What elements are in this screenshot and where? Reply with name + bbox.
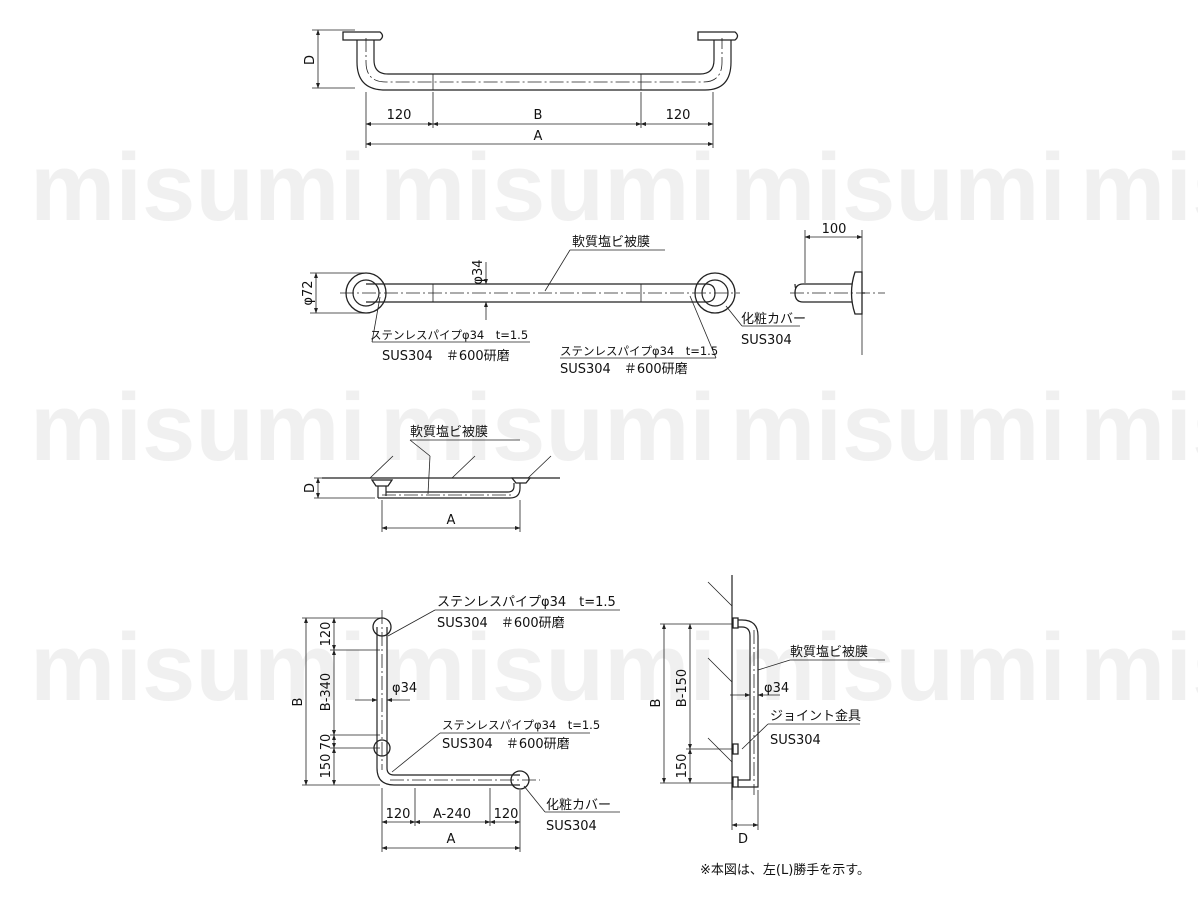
view4-pipe-outer [376,627,520,786]
view3-flange-right [510,477,532,484]
watermark-text-11: misumi [730,614,1066,721]
view5-dim-150: 150 [675,754,690,779]
view3-dim-a: A [447,513,456,528]
view1-dim-right: 120 [666,108,691,123]
watermark-text-12: misumi [1080,614,1198,721]
view4-l-bar-front: ステンレスパイプφ34 t=1.5 SUS304 ＃600研磨 ステンレスパイプ… [291,595,620,852]
view5-label-coating: 軟質塩ビ被膜 [790,644,868,660]
view4-label-cover-a: 化粧カバー [546,798,611,813]
view5-dim-b150: B-150 [675,669,690,707]
view5-flange-top [732,617,739,629]
view4-dim-70: 70 [319,734,334,751]
watermark-text-2: misumi [380,134,716,241]
view3-flange-left [370,479,394,487]
view4-label-pipe2-a: ステンレスパイプφ34 t=1.5 [442,718,600,732]
watermark-text-3: misumi [730,134,1066,241]
watermark-text-7: misumi [730,374,1066,481]
view2-label-pipe1-b: SUS304 ＃600研磨 [382,349,510,364]
right-flange [697,31,739,41]
view2-label-pipe1-a: ステンレスパイプφ34 t=1.5 [370,328,528,342]
view4-label-pipe2-b: SUS304 ＃600研磨 [442,737,570,752]
view5-pipe-inner [738,626,751,781]
view2-label-coating: 軟質塩ビ被膜 [572,234,650,250]
handedness-note: ※本図は、左(L)勝手を示す。 [700,863,870,878]
view4-dim-a240: A-240 [433,807,471,822]
view3-ceiling-view: 軟質塩ビ被膜 D A [303,424,560,532]
view2-label-cover-a: 化粧カバー [741,312,806,327]
view2-label-cover-b: SUS304 [741,333,792,348]
view5-label-joint-a: ジョイント金具 [770,708,861,724]
watermark-text-8: misumi [1080,374,1198,481]
view5-dim-dia34: φ34 [764,681,789,696]
view4-dim-dia34: φ34 [392,681,417,696]
pipe-outer [356,40,732,91]
view5-flange-bottom [732,776,739,788]
view4-label-cover-b: SUS304 [546,819,597,834]
view1-front-elevation: D 120 B 120 A [303,29,739,148]
view2-dim-dia72: φ72 [301,280,316,305]
view2-label-pipe2-b: SUS304 ＃600研磨 [560,362,688,377]
view4-dim-a: A [447,832,456,847]
view3-dim-d: D [303,483,318,493]
view4-dim-120-left: 120 [386,807,411,822]
view1-dim-d: D [303,55,318,65]
view4-pipe-inner [386,627,520,776]
watermark-text-1: misumi [30,134,366,241]
view3-label-coating: 軟質塩ビ被膜 [410,424,488,440]
view2-plan-view: φ72 φ34 軟質塩ビ被膜 ステンレスパイプφ34 t=1.5 SUS304 … [301,222,885,377]
view2-dim-depth: 100 [822,222,847,237]
watermark: misumi misumi misumi misumi misumi misum… [30,134,1198,721]
view5-flange-mid [732,743,739,755]
view5-dim-d: D [738,832,748,847]
watermark-text-6: misumi [380,374,716,481]
view1-dim-left: 120 [387,108,412,123]
left-flange [342,31,384,41]
watermark-text-9: misumi [30,614,366,721]
view4-dim-120-top: 120 [319,622,334,647]
view5-pipe-outer [738,619,759,788]
view4-dim-150: 150 [319,754,334,779]
watermark-text-5: misumi [30,374,366,481]
view4-dim-b: B [291,698,306,707]
view1-dim-total: A [534,129,543,144]
view2-dim-dia34: φ34 [471,259,486,284]
view5-l-bar-side: 軟質塩ビ被膜 φ34 ジョイント金具 SUS304 B B-150 150 D [649,575,885,847]
view4-label-pipe1-a: ステンレスパイプφ34 t=1.5 [437,595,616,610]
view5-label-joint-b: SUS304 [770,733,821,748]
view4-label-pipe1-b: SUS304 ＃600研磨 [437,616,565,631]
pipe-inner [373,40,715,75]
watermark-text-10: misumi [380,614,716,721]
watermark-text-4: misumi [1080,134,1198,241]
view1-dim-mid: B [534,108,543,123]
view4-dim-120-right: 120 [494,807,519,822]
view4-dim-b340: B-340 [319,673,334,711]
view5-dim-b: B [649,699,664,708]
view2-label-pipe2-a: ステンレスパイプφ34 t=1.5 [560,344,718,358]
